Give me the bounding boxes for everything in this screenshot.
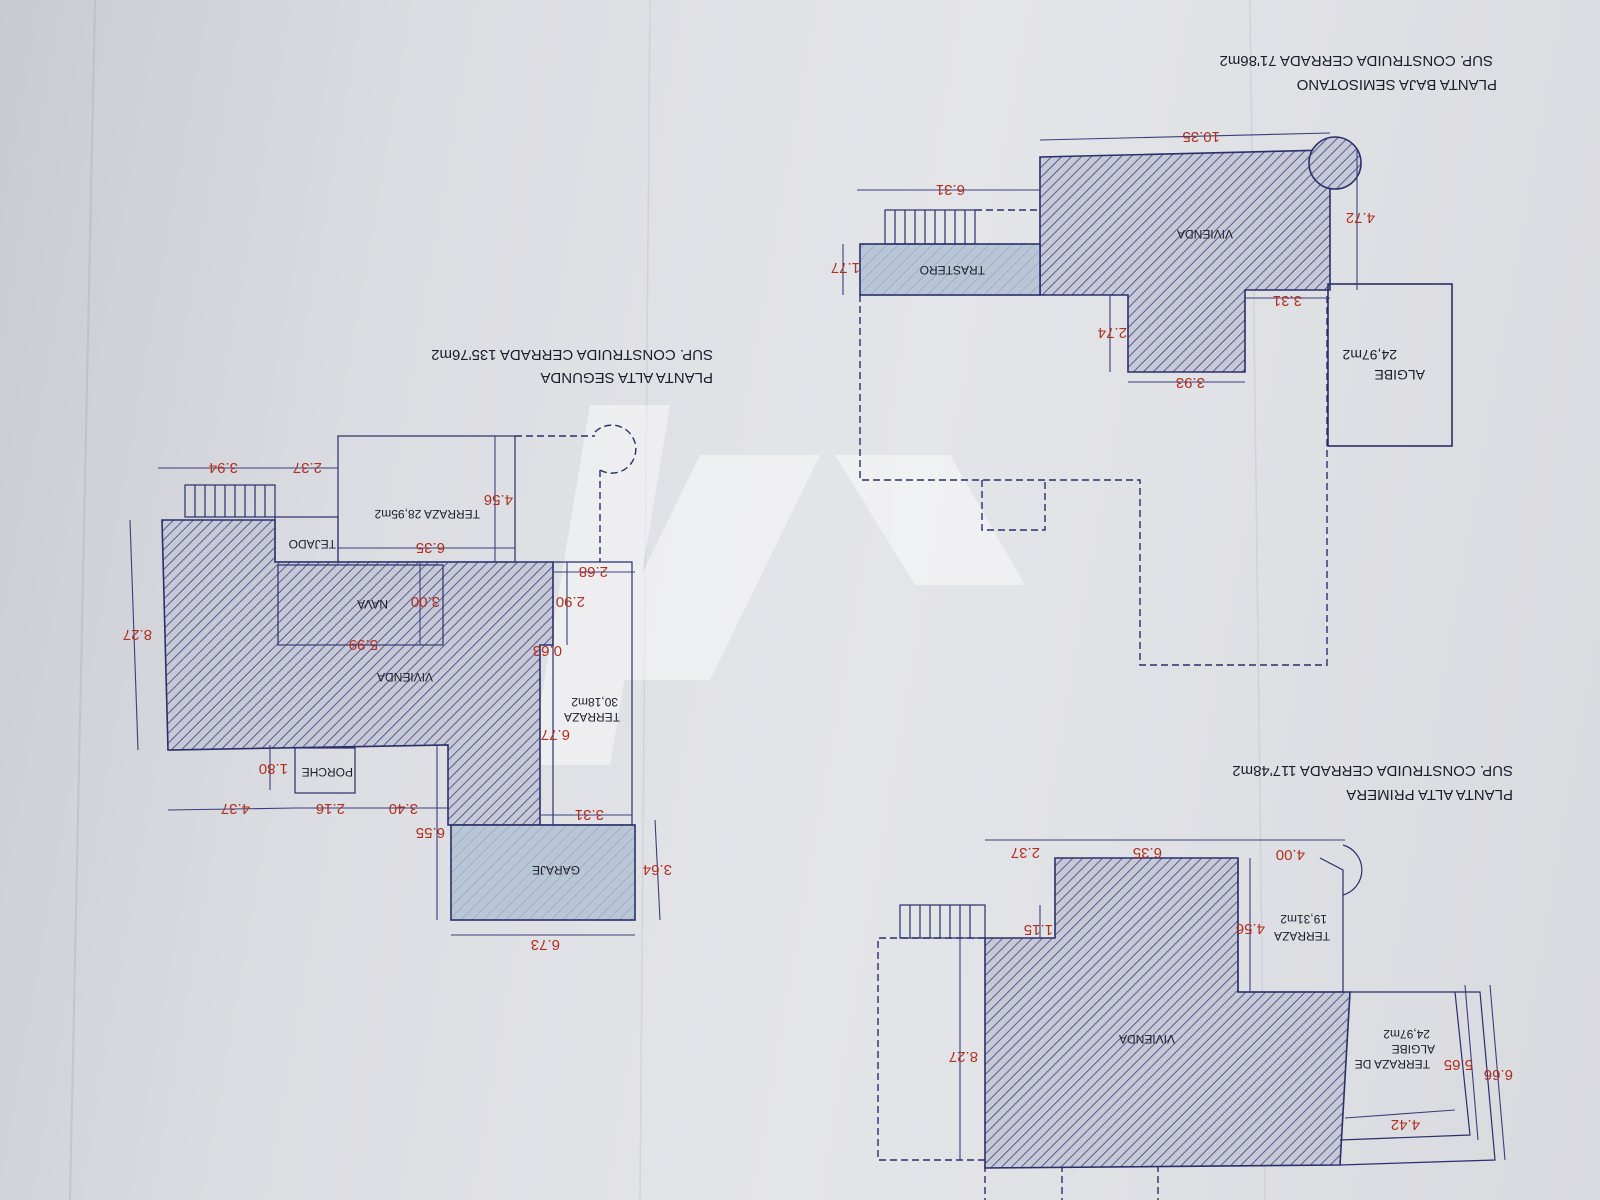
dim-segunda-8: 5.99 bbox=[349, 636, 378, 653]
dims-semisotano bbox=[842, 132, 1358, 383]
plan-segunda: PLANTA ALTA SEGUNDA SUP. CONSTRUIDA CERR… bbox=[123, 346, 713, 953]
stairs-primera bbox=[899, 904, 986, 939]
dim-semisotano-5: 3.31 bbox=[1273, 292, 1302, 309]
room-vivienda-primera bbox=[984, 857, 1351, 1169]
dim-segunda-11: 6.77 bbox=[541, 726, 570, 743]
dim-primera-2: 6.35 bbox=[1133, 844, 1162, 861]
title-segunda: PLANTA ALTA SEGUNDA bbox=[540, 369, 713, 386]
stairs-semisotano bbox=[884, 209, 976, 245]
label-terraza-primera: TERRAZA bbox=[1274, 929, 1330, 943]
dim-segunda-15: 3.40 bbox=[389, 800, 418, 817]
label-terraza-area-primera: 19,31m2 bbox=[1280, 912, 1327, 926]
dim-segunda-9: 0.63 bbox=[533, 642, 562, 659]
dim-segunda-10: 8.27 bbox=[123, 626, 152, 643]
dim-segunda-12: 1.80 bbox=[259, 760, 288, 777]
label-vivienda-primera: VIVIENDA bbox=[1119, 1032, 1175, 1046]
dim-primera-6: 8.27 bbox=[949, 1048, 978, 1065]
dim-segunda-19: 6.73 bbox=[531, 936, 560, 953]
dim-primera-3: 4.00 bbox=[1276, 846, 1305, 863]
dim-primera-5: 1.15 bbox=[1024, 921, 1053, 938]
dim-segunda-1: 3.94 bbox=[209, 459, 238, 476]
dim-primera-1: 2.37 bbox=[1011, 844, 1040, 861]
room-porche bbox=[294, 747, 356, 794]
dim-primera-8: 5.65 bbox=[1444, 1056, 1473, 1073]
label-terraza-side: TERRAZA bbox=[564, 710, 620, 724]
dim-primera-9: 4.42 bbox=[1391, 1116, 1420, 1133]
label-terraza-top-segunda: TERRAZA 28,95m2 bbox=[374, 507, 480, 521]
dim-segunda-13: 4.37 bbox=[221, 800, 250, 817]
room-vivienda-semisotano bbox=[1039, 149, 1331, 373]
dim-segunda-4: 6.35 bbox=[416, 539, 445, 556]
dim-primera-4: 4.56 bbox=[1236, 920, 1265, 937]
dims-primera bbox=[959, 839, 1506, 1161]
dims-segunda bbox=[129, 436, 661, 936]
dim-semisotano-7: 3.93 bbox=[1176, 374, 1205, 391]
label-terraza-de: TERRAZA DE bbox=[1355, 1057, 1430, 1071]
room-garaje bbox=[450, 824, 636, 921]
plan-primera: PLANTA ALTA PRIMERA SUP. CONSTRUIDA CERR… bbox=[877, 762, 1513, 1200]
label-trastero: TRASTERO bbox=[920, 263, 985, 277]
label-algibe-primera: ALGIBE bbox=[1392, 1042, 1435, 1056]
dim-segunda-6: 2.90 bbox=[556, 593, 585, 610]
stairs-segunda bbox=[184, 484, 276, 518]
label-terraza-side-area: 30,18m2 bbox=[571, 695, 618, 709]
dim-segunda-16: 3.31 bbox=[575, 806, 604, 823]
dim-segunda-5: 2.68 bbox=[579, 563, 608, 580]
room-vivienda-segunda bbox=[161, 519, 554, 826]
dim-segunda-3: 4.56 bbox=[484, 491, 513, 508]
label-algibe-semisotano: ALGIBE bbox=[1374, 367, 1425, 383]
room-trastero bbox=[859, 243, 1041, 296]
dim-semisotano-2: 6.31 bbox=[936, 181, 965, 198]
label-algibe-area-semisotano: 24,97m2 bbox=[1342, 347, 1397, 363]
surface-segunda: SUP. CONSTRUIDA CERRADA 135'76m2 bbox=[431, 346, 713, 363]
dim-semisotano-1: 10.35 bbox=[1182, 128, 1220, 145]
dim-segunda-14: 2.16 bbox=[316, 800, 345, 817]
label-nave: NAVA bbox=[357, 597, 388, 611]
title-semisotano: PLANTA BAJA SEMISOTANO bbox=[1297, 76, 1497, 93]
dim-primera-7: 6.66 bbox=[1484, 1066, 1513, 1083]
dim-segunda-18: 3.64 bbox=[643, 861, 672, 878]
dim-semisotano-3: 4.72 bbox=[1346, 209, 1375, 226]
label-vivienda-semisotano: VIVIENDA bbox=[1177, 227, 1233, 241]
surface-semisotano: SUP. CONSTRUIDA CERRADA 71'86m2 bbox=[1219, 52, 1493, 69]
dim-segunda-17: 6.55 bbox=[416, 824, 445, 841]
dim-segunda-7: 3.00 bbox=[411, 593, 440, 610]
title-primera: PLANTA ALTA PRIMERA bbox=[1346, 786, 1513, 803]
label-algibe-area-primera: 24,97m2 bbox=[1383, 1027, 1430, 1041]
watermark-logo bbox=[530, 405, 1025, 765]
label-garaje: GARAJE bbox=[532, 863, 580, 877]
label-vivienda-segunda: VIVIENDA bbox=[377, 670, 433, 684]
dim-segunda-2: 2.37 bbox=[293, 459, 322, 476]
dim-semisotano-6: 2.74 bbox=[1098, 324, 1127, 341]
plan-semisotano: PLANTA BAJA SEMISOTANO SUP. CONSTRUIDA C… bbox=[831, 52, 1497, 666]
surface-primera: SUP. CONSTRUIDA CERRADA 117'48m2 bbox=[1232, 762, 1513, 779]
label-porche: PORCHE bbox=[302, 765, 353, 779]
room-algibe-semisotano bbox=[1327, 283, 1453, 447]
dim-semisotano-4: 1.77 bbox=[831, 259, 860, 276]
label-tejado: TEJADO bbox=[289, 537, 336, 551]
